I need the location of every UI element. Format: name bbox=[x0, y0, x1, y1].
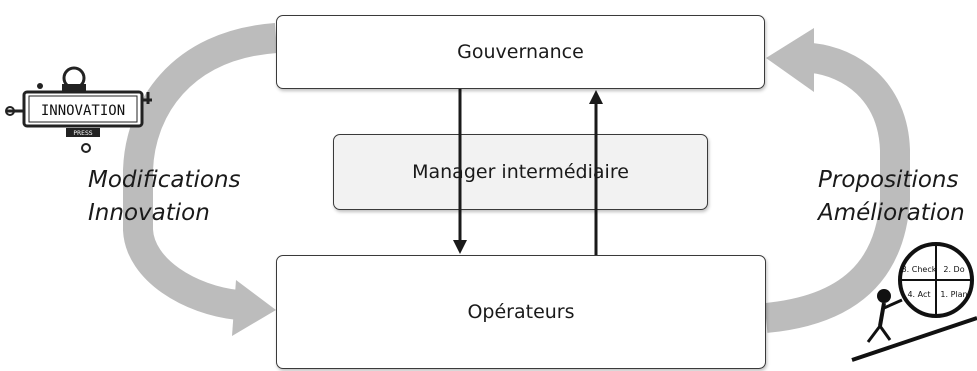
governance-label: Gouvernance bbox=[457, 41, 584, 63]
operators-label: Opérateurs bbox=[467, 301, 575, 323]
pdca-check: 3. Check bbox=[902, 265, 937, 274]
right-cycle-arrow bbox=[764, 43, 910, 333]
left-labels: Modifications Innovation bbox=[88, 164, 241, 230]
left-cycle-arrow bbox=[123, 23, 278, 320]
amelioration-label: Amélioration bbox=[818, 200, 965, 226]
pdca-wheel-icon: 3. Check 2. Do 4. Act 1. Plan bbox=[851, 242, 977, 362]
right-cycle-arrowhead bbox=[766, 28, 814, 92]
propositions-label: Propositions bbox=[818, 167, 959, 193]
pdca-plan: 1. Plan bbox=[940, 290, 967, 299]
right-labels: Propositions Amélioration bbox=[818, 164, 965, 230]
innovation-label: Innovation bbox=[88, 200, 210, 226]
pdca-act: 4. Act bbox=[907, 290, 930, 299]
middle-manager-label: Manager intermédiaire bbox=[412, 161, 629, 183]
down-arrowhead bbox=[453, 240, 467, 254]
modifications-label: Modifications bbox=[88, 167, 241, 193]
left-cycle-arrowhead bbox=[232, 280, 276, 336]
up-arrowhead bbox=[589, 90, 603, 104]
middle-manager-box: Manager intermédiaire bbox=[333, 134, 708, 210]
operators-box: Opérateurs bbox=[276, 255, 766, 369]
logo-subtext: PRESS bbox=[73, 130, 92, 137]
innovation-logo-icon: INNOVATION PRESS bbox=[5, 66, 152, 153]
logo-text: INNOVATION bbox=[41, 103, 125, 119]
governance-box: Gouvernance bbox=[276, 15, 765, 89]
pdca-do: 2. Do bbox=[943, 265, 964, 274]
